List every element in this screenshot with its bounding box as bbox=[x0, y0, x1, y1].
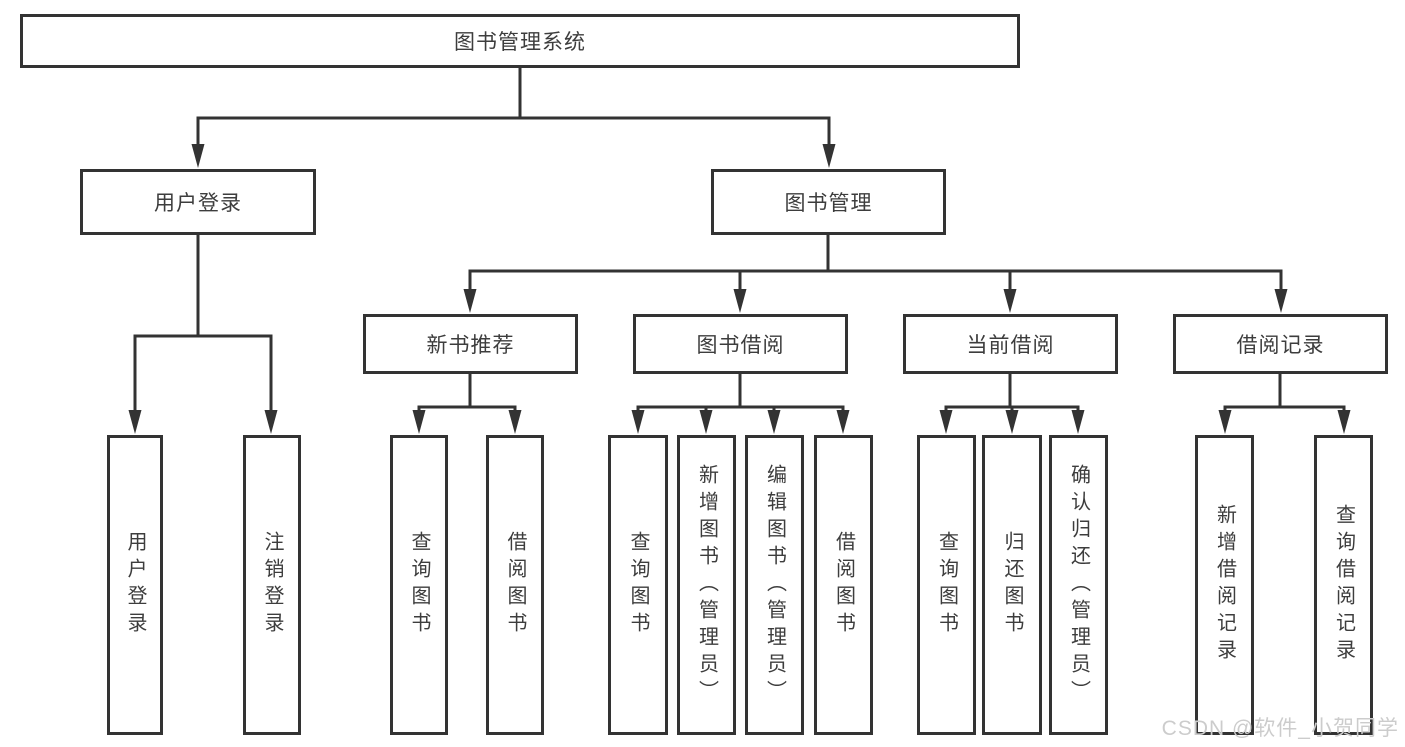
leaf-borrow-add-books-admin: 新增图书（管理员） bbox=[677, 435, 736, 735]
leaf-logout: 注销登录 bbox=[243, 435, 301, 735]
leaf-borrow-query-books: 查询图书 bbox=[608, 435, 668, 735]
node-label: 借阅图书 bbox=[504, 531, 526, 639]
node-label: 新书推荐 bbox=[426, 334, 515, 357]
node-label: 确认归还（管理员） bbox=[1067, 463, 1090, 707]
leaf-newbooks-borrow-books: 借阅图书 bbox=[486, 435, 544, 735]
node-label: 用户登录 bbox=[124, 531, 146, 639]
node-label: 查询借阅记录 bbox=[1332, 504, 1355, 666]
node-label: 归还图书 bbox=[1001, 531, 1023, 639]
node-book-management: 图书管理 bbox=[711, 169, 946, 235]
node-label: 查询图书 bbox=[408, 531, 430, 639]
watermark: CSDN @软件_小贺同学 bbox=[1161, 717, 1399, 740]
leaf-records-query-record: 查询借阅记录 bbox=[1314, 435, 1373, 735]
leaf-borrow-edit-books-admin: 编辑图书（管理员） bbox=[745, 435, 804, 735]
node-label: 图书管理系统 bbox=[454, 31, 586, 54]
leaf-borrow-borrow-books: 借阅图书 bbox=[814, 435, 873, 735]
node-new-book-recommendation: 新书推荐 bbox=[363, 314, 578, 374]
node-label: 用户登录 bbox=[154, 192, 242, 215]
node-label: 新增图书（管理员） bbox=[695, 463, 718, 707]
node-label: 图书管理 bbox=[784, 192, 873, 215]
node-label: 查询图书 bbox=[935, 531, 958, 639]
node-user-login: 用户登录 bbox=[80, 169, 316, 235]
node-root: 图书管理系统 bbox=[20, 14, 1020, 68]
node-label: 当前借阅 bbox=[966, 334, 1055, 357]
leaf-newbooks-query-books: 查询图书 bbox=[390, 435, 448, 735]
node-current-borrowing: 当前借阅 bbox=[903, 314, 1118, 374]
node-label: 新增借阅记录 bbox=[1213, 504, 1236, 666]
node-label: 借阅记录 bbox=[1236, 334, 1325, 357]
leaf-records-add-record: 新增借阅记录 bbox=[1195, 435, 1254, 735]
node-label: 图书借阅 bbox=[696, 334, 785, 357]
leaf-current-confirm-return-admin: 确认归还（管理员） bbox=[1049, 435, 1108, 735]
node-label: 注销登录 bbox=[261, 531, 283, 639]
leaf-current-query-books: 查询图书 bbox=[917, 435, 976, 735]
node-book-borrowing: 图书借阅 bbox=[633, 314, 848, 374]
node-label: 借阅图书 bbox=[832, 531, 855, 639]
leaf-current-return-books: 归还图书 bbox=[982, 435, 1042, 735]
leaf-user-login: 用户登录 bbox=[107, 435, 163, 735]
node-label: 编辑图书（管理员） bbox=[763, 463, 786, 707]
node-borrowing-records: 借阅记录 bbox=[1173, 314, 1388, 374]
node-label: 查询图书 bbox=[627, 531, 649, 639]
